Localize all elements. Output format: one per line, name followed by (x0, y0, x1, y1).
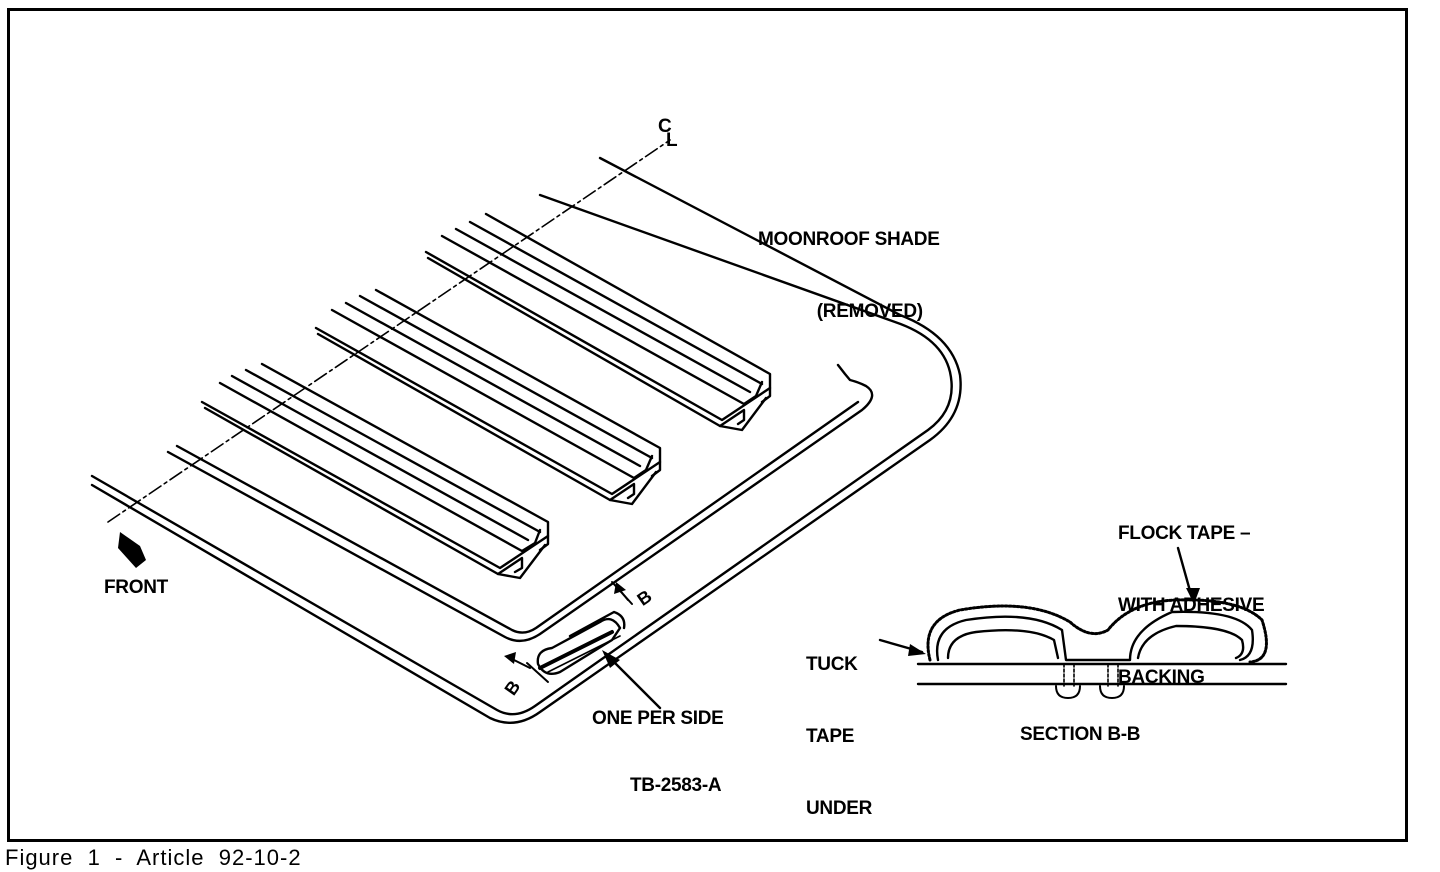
tuck-line2: TAPE (806, 726, 855, 747)
rib-middle (314, 288, 662, 506)
tuck-line3: UNDER (806, 798, 873, 819)
flock-line1: FLOCK TAPE – (1118, 523, 1251, 544)
tuck-tape-arrowhead (908, 644, 926, 656)
shade-outer-edge-inner (90, 193, 953, 716)
moonroof-shade-label: MOONROOF SHADE (REMOVED) (758, 180, 940, 348)
one-per-side-label: ONE PER SIDE (592, 708, 724, 729)
section-bb-detail (916, 598, 1288, 699)
shade-inner-edge (166, 363, 874, 642)
tuck-line1: TUCK (806, 654, 858, 675)
front-label: FRONT (104, 577, 168, 598)
rib-front (200, 362, 550, 580)
one-per-side-arrowhead (602, 650, 620, 668)
centerline-label-l: L (666, 130, 678, 151)
front-arrow-icon (118, 532, 146, 568)
moonroof-shade-line1: MOONROOF SHADE (758, 229, 940, 250)
flock-tape-arrowhead (1186, 588, 1200, 604)
figure-code: TB-2583-A (630, 775, 722, 796)
flock-line3: BACKING (1118, 667, 1205, 688)
tuck-tape-label: TUCK TAPE UNDER (806, 605, 872, 845)
centerline (107, 139, 671, 523)
section-title: SECTION B-B (1020, 724, 1141, 745)
moonroof-shade-line2: (REMOVED) (816, 301, 923, 322)
rib-rear (424, 212, 772, 432)
figure-caption: Figure 1 - Article 92-10-2 (5, 845, 302, 870)
shade-outer-edge (90, 156, 962, 724)
one-per-side-leader (610, 658, 662, 710)
flock-line2: WITH ADHESIVE (1118, 595, 1265, 616)
figure-frame (7, 8, 1408, 842)
section-arrowhead-lower (504, 652, 516, 664)
flock-outer (926, 598, 1268, 664)
flock-inner (935, 610, 1254, 662)
section-arrowhead-upper (614, 582, 626, 594)
channel-inner-2 (1136, 624, 1245, 660)
shade-inner-edge-2 (175, 400, 860, 634)
flock-tape-location (536, 610, 626, 675)
flock-tape-label: FLOCK TAPE – WITH ADHESIVE BACKING (1118, 474, 1265, 714)
centerline-label-c: C (658, 116, 672, 137)
channel-inner (946, 629, 1060, 660)
